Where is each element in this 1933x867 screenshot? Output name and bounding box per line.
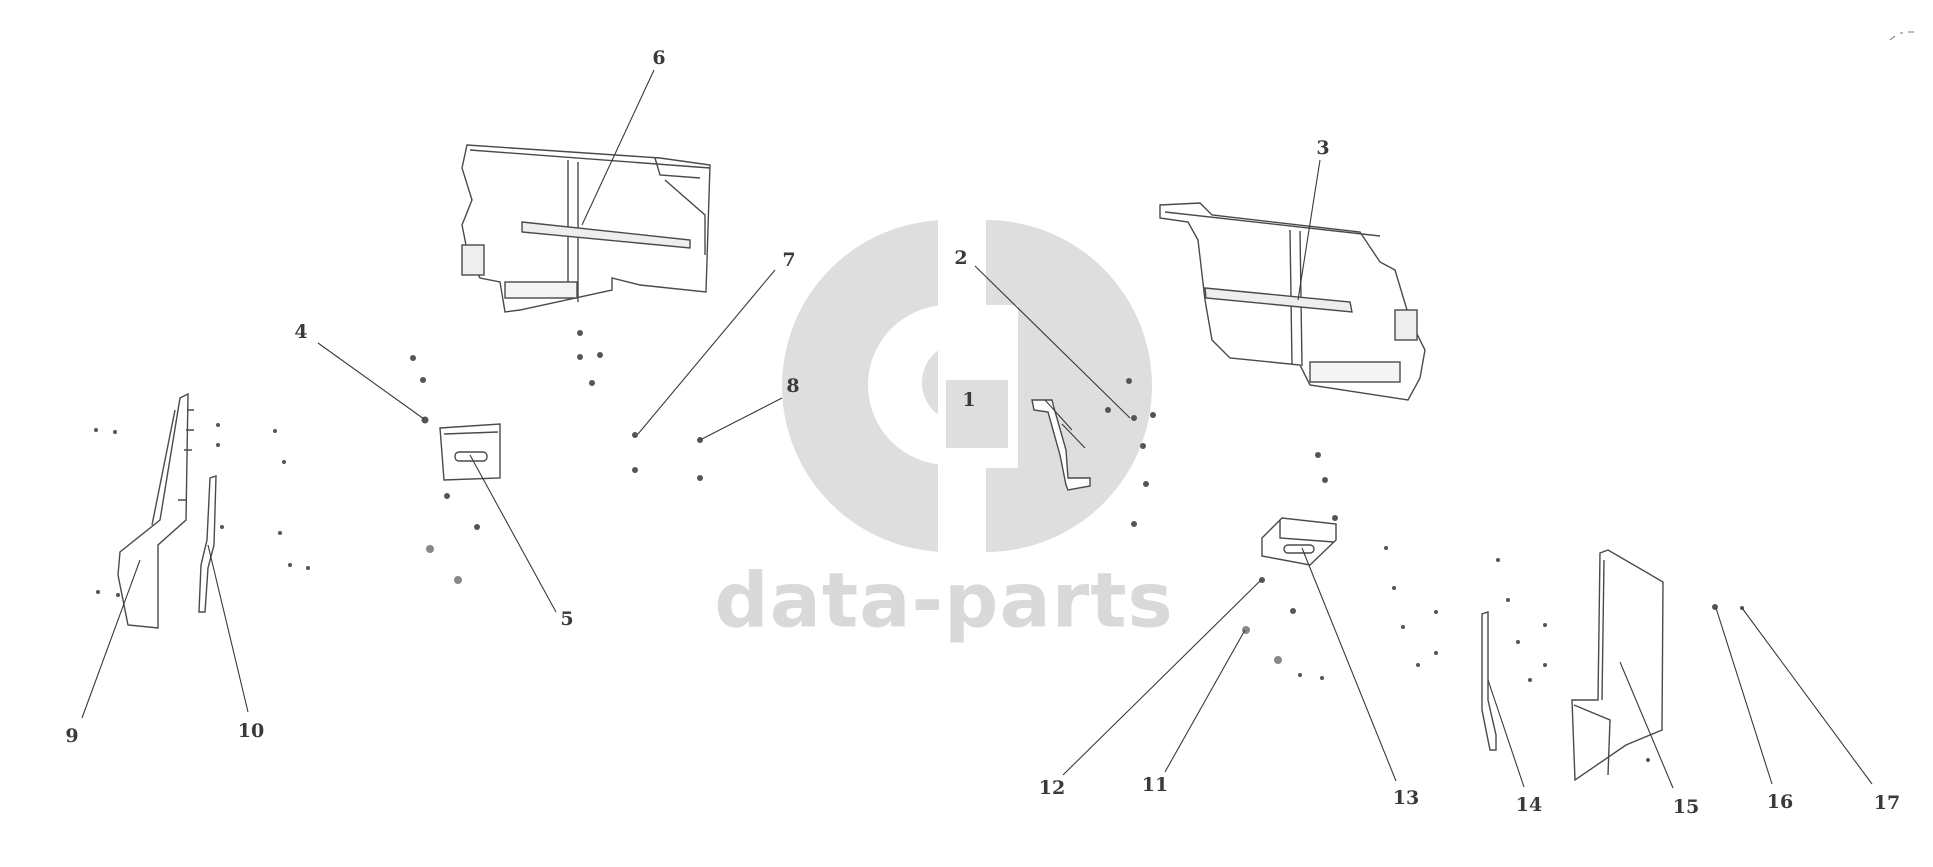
part-15-cover	[1571, 549, 1664, 782]
corner-mark	[1889, 31, 1914, 41]
callout-2: 2	[954, 247, 968, 269]
callout-5: 5	[560, 608, 574, 630]
callout-11: 11	[1141, 774, 1169, 796]
part-9-cover	[117, 392, 194, 629]
callout-1: 1	[962, 389, 976, 411]
watermark-text: data-parts	[714, 555, 1174, 645]
part-13-bracket	[1261, 517, 1337, 566]
part-6-panel	[461, 144, 711, 313]
part-14-strip	[1481, 611, 1497, 751]
callout-7: 7	[782, 249, 796, 271]
callout-12: 12	[1038, 777, 1066, 799]
gd-monogram-logo	[782, 220, 1152, 552]
callout-8: 8	[786, 375, 800, 397]
part-1-bracket	[1031, 399, 1091, 491]
callout-9: 9	[65, 725, 79, 747]
part-3-panel	[1159, 202, 1426, 401]
callout-14: 14	[1515, 794, 1543, 816]
callout-15: 15	[1672, 796, 1700, 818]
callout-4: 4	[294, 321, 308, 343]
callout-13: 13	[1392, 787, 1420, 809]
part-10-strip	[198, 475, 217, 613]
callout-3: 3	[1316, 137, 1330, 159]
callout-10: 10	[237, 720, 265, 742]
leader-lines	[81, 69, 1873, 789]
callout-17: 17	[1873, 792, 1901, 814]
callout-16: 16	[1766, 791, 1794, 813]
callout-6: 6	[652, 47, 666, 69]
part-5-bracket	[439, 423, 501, 481]
